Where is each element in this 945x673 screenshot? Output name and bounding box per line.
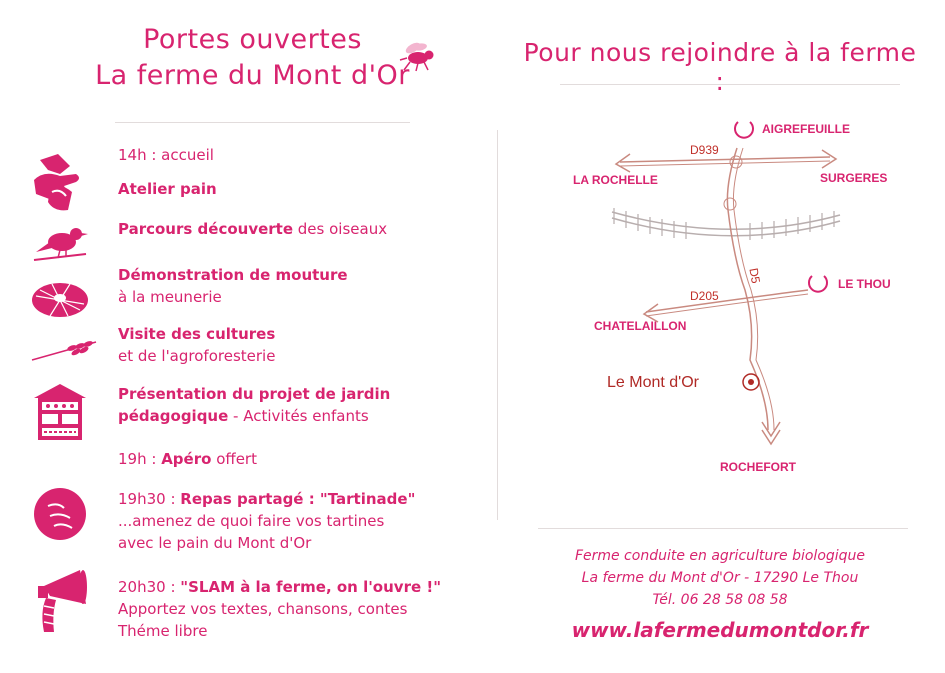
bread-icon: [34, 488, 86, 540]
farm-location-icon: [742, 373, 760, 391]
bird-icon: [33, 228, 88, 261]
railway-line: [611, 211, 841, 230]
road-d5-edge: [732, 147, 775, 431]
divider-left: [115, 122, 410, 123]
place-le-thou: LE THOU: [838, 277, 891, 291]
divider-vertical: [497, 130, 498, 520]
road-label-d5: D5: [746, 267, 763, 285]
event-text-bold: Parcours découverte: [118, 220, 294, 238]
railway-line-2: [611, 217, 841, 237]
arrow-right-icon: [821, 149, 838, 169]
wheat-icon: [31, 341, 97, 361]
town-marker-icon: [734, 121, 754, 139]
event-text-bold: pédagogique: [118, 407, 229, 425]
event-parcours: Parcours découverte des oiseaux: [118, 218, 387, 240]
millstone-icon: [32, 283, 88, 317]
event-text: ...amenez de quoi faire vos tartines: [118, 512, 385, 530]
event-text: et de l'agroforesterie: [118, 347, 276, 365]
road-label-d205: D205: [690, 289, 719, 303]
event-text: Atelier pain: [118, 180, 217, 198]
event-text: 14h : accueil: [118, 146, 214, 164]
railway-ties: [613, 208, 835, 240]
event-text: à la meunerie: [118, 288, 222, 306]
arrow-down-icon: [761, 421, 781, 438]
town-marker-icon-2: [808, 275, 828, 293]
event-time: 20h30 :: [118, 578, 181, 596]
map-title: Pour nous rejoindre à la ferme :: [523, 38, 917, 96]
place-surgeres: SURGERES: [820, 171, 887, 185]
event-mouture: Démonstration de mouture à la meunerie: [118, 264, 348, 308]
event-time: 19h :: [118, 450, 162, 468]
place-la-rochelle: LA ROCHELLE: [573, 173, 658, 187]
road-label-d939: D939: [690, 143, 719, 157]
event-repas: 19h30 : Repas partagé : "Tartinade" ...a…: [118, 488, 415, 554]
page-title: Portes ouvertes La ferme du Mont d'Or: [0, 22, 505, 94]
insect-hotel-icon: [34, 384, 86, 440]
title-line-2: La ferme du Mont d'Or: [95, 60, 410, 91]
event-text-bold: Présentation du projet de jardin: [118, 385, 391, 403]
event-text: avec le pain du Mont d'Or: [118, 534, 312, 552]
place-aigrefeuille: AIGREFEUILLE: [762, 122, 850, 136]
event-accueil: 14h : accueil: [118, 144, 214, 166]
arrow-left-icon: [614, 153, 631, 173]
road-d939: [619, 156, 831, 163]
event-text-bold: Apéro: [161, 450, 212, 468]
event-text: Théme libre: [118, 622, 208, 640]
title-line-1: Portes ouvertes: [143, 24, 362, 55]
event-text: offert: [211, 450, 257, 468]
farm-location-dot: [748, 379, 754, 385]
event-apero: 19h : Apéro offert: [118, 448, 257, 470]
footer-line-2: La ferme du Mont d'Or - 17290 Le Thou: [581, 570, 859, 586]
footer-phone: Tél. 06 28 58 08 58: [652, 592, 788, 608]
event-atelier-pain: Atelier pain: [118, 178, 217, 200]
road-d939-edge: [619, 160, 831, 167]
road-d205-edge: [645, 293, 809, 317]
event-jardin: Présentation du projet de jardin pédagog…: [118, 383, 390, 427]
footer-line-1: Ferme conduite en agriculture biologique: [574, 548, 866, 564]
event-text-bold: Repas partagé : "Tartinade": [180, 490, 416, 508]
event-time: 19h30 :: [118, 490, 181, 508]
website-link[interactable]: www.lafermedumontdor.fr: [571, 618, 869, 642]
event-visite: Visite des cultures et de l'agroforester…: [118, 323, 275, 367]
megaphone-icon: [38, 570, 87, 632]
divider-right-top: [560, 84, 900, 85]
directions-map: D939 D5 D205 AIGREFEUILLE LA ROCHELLE SU…: [573, 121, 891, 474]
place-farm: Le Mont d'Or: [607, 374, 700, 391]
place-chatelaillon: CHATELAILLON: [594, 319, 686, 333]
junction-circle-2: [723, 197, 737, 211]
place-rochefort: ROCHEFORT: [720, 460, 797, 474]
event-text: des oiseaux: [293, 220, 388, 238]
divider-right-bottom: [538, 528, 908, 529]
arrow-left-icon-2: [642, 303, 659, 323]
arrow-down-icon-2: [761, 429, 781, 446]
event-text: Apportez vos textes, chansons, contes: [118, 600, 408, 618]
event-text: - Activités enfants: [228, 407, 369, 425]
hands-icon: [34, 154, 79, 211]
event-text-bold: Visite des cultures: [118, 325, 276, 343]
bee-icon: [399, 42, 434, 72]
junction-circle: [729, 155, 743, 169]
road-d205: [645, 289, 809, 313]
event-text-bold: "SLAM à la ferme, on l'ouvre !": [180, 578, 442, 596]
event-text-bold: Démonstration de mouture: [118, 266, 348, 284]
event-slam: 20h30 : "SLAM à la ferme, on l'ouvre !" …: [118, 576, 441, 642]
